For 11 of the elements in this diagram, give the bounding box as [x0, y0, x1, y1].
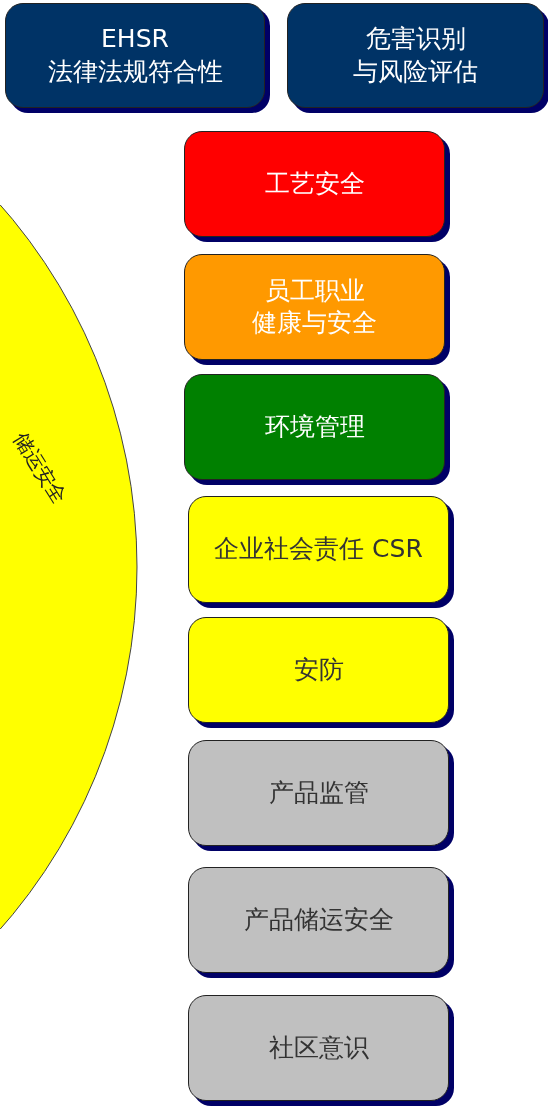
box-label: 产品储运安全: [242, 903, 395, 936]
box-label: 企业社会责任 CSR: [213, 533, 424, 566]
box-label: 社区意识: [267, 1031, 370, 1064]
box-label: EHSR 法律法规符合性: [46, 23, 224, 88]
box-label: 员工职业健康与安全: [251, 274, 378, 339]
box-label: 产品监管: [267, 776, 370, 809]
box-label: 危害识别与风险评估: [352, 23, 479, 88]
rotated-label: 储运安全: [7, 427, 73, 510]
box-label: 环境管理: [263, 410, 366, 443]
box-label: 安防: [292, 653, 345, 686]
box-label: 工艺安全: [263, 167, 366, 200]
